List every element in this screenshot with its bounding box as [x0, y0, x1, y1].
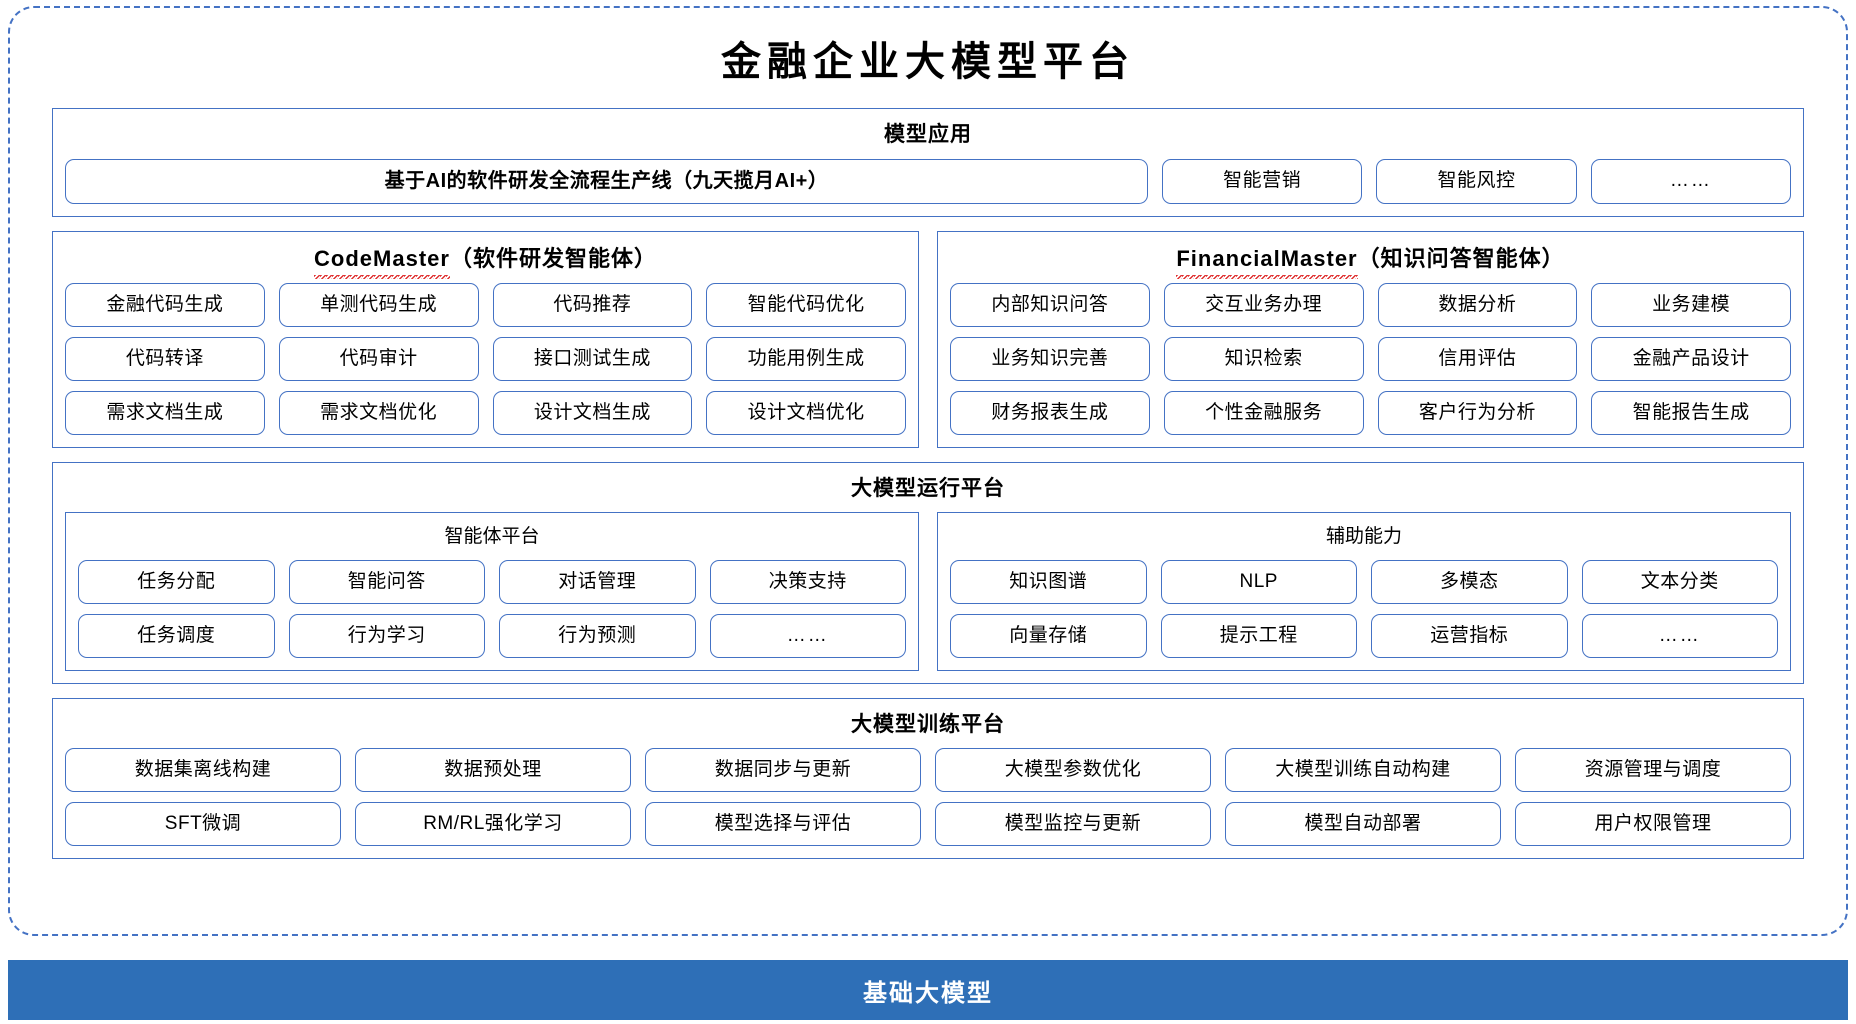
auxiliary-capability-row-2: 向量存储 提示工程 运营指标 …… [950, 613, 1778, 658]
financialmaster-name-en: FinancialMaster [1176, 242, 1358, 279]
codemaster-chip-2-4[interactable]: 功能用例生成 [706, 336, 906, 381]
section-codemaster: CodeMaster（软件研发智能体） 金融代码生成 单测代码生成 代码推荐 智… [52, 230, 919, 448]
training-chip-2-3[interactable]: 模型选择与评估 [645, 802, 921, 846]
financialmaster-chip-2-3[interactable]: 信用评估 [1377, 336, 1578, 381]
codemaster-chip-1-3[interactable]: 代码推荐 [492, 282, 693, 327]
agent-platform-row-1: 任务分配 智能问答 对话管理 决策支持 [78, 559, 906, 604]
codemaster-row-2: 代码转译 代码审计 接口测试生成 功能用例生成 [65, 336, 906, 381]
codemaster-chip-1-4[interactable]: 智能代码优化 [706, 282, 906, 327]
financialmaster-chip-2-1[interactable]: 业务知识完善 [950, 336, 1150, 381]
section-model-application: 模型应用 基于AI的软件研发全流程生产线（九天揽月AI+） 智能营销 智能风控 … [52, 108, 1804, 217]
codemaster-chip-3-2[interactable]: 需求文档优化 [278, 390, 479, 435]
agent-platform-row-2: 任务调度 行为学习 行为预测 …… [78, 613, 906, 658]
financialmaster-chip-1-4[interactable]: 业务建模 [1591, 282, 1791, 327]
model-application-chip-row: 基于AI的软件研发全流程生产线（九天揽月AI+） 智能营销 智能风控 …… [65, 158, 1791, 204]
training-chip-1-3[interactable]: 数据同步与更新 [645, 748, 921, 792]
auxiliary-chip-2-4[interactable]: …… [1581, 613, 1778, 658]
section-title-model-application: 模型应用 [884, 123, 972, 146]
codemaster-chip-2-1[interactable]: 代码转译 [65, 336, 265, 381]
auxiliary-capability-row-1: 知识图谱 NLP 多模态 文本分类 [950, 559, 1778, 604]
training-chip-2-4[interactable]: 模型监控与更新 [935, 802, 1211, 846]
auxiliary-chip-2-1[interactable]: 向量存储 [950, 613, 1147, 658]
app-chip-smart-marketing[interactable]: 智能营销 [1162, 158, 1363, 204]
codemaster-chip-2-2[interactable]: 代码审计 [278, 336, 479, 381]
auxiliary-chip-1-4[interactable]: 文本分类 [1581, 559, 1778, 604]
training-chip-1-6[interactable]: 资源管理与调度 [1515, 748, 1791, 792]
training-chip-2-5[interactable]: 模型自动部署 [1225, 802, 1501, 846]
section-title-training-platform: 大模型训练平台 [851, 712, 1005, 736]
financialmaster-chip-3-1[interactable]: 财务报表生成 [950, 390, 1150, 435]
financialmaster-row-3: 财务报表生成 个性金融服务 客户行为分析 智能报告生成 [950, 390, 1791, 435]
codemaster-chip-1-1[interactable]: 金融代码生成 [65, 282, 265, 327]
training-chip-1-5[interactable]: 大模型训练自动构建 [1225, 748, 1501, 792]
auxiliary-chip-2-2[interactable]: 提示工程 [1160, 613, 1357, 658]
financialmaster-chip-1-2[interactable]: 交互业务办理 [1163, 282, 1364, 327]
runtime-platform-columns: 智能体平台 任务分配 智能问答 对话管理 决策支持 任务调度 行为学习 行为预测… [65, 512, 1791, 671]
app-chip-ai-pipeline[interactable]: 基于AI的软件研发全流程生产线（九天揽月AI+） [65, 158, 1148, 204]
subsection-agent-platform: 智能体平台 任务分配 智能问答 对话管理 决策支持 任务调度 行为学习 行为预测… [65, 512, 919, 671]
platform-frame-inner: 金融企业大模型平台 模型应用 基于AI的软件研发全流程生产线（九天揽月AI+） … [10, 8, 1846, 934]
base-model-bar: 基础大模型 [8, 960, 1848, 1020]
financialmaster-name-cn: （知识问答智能体） [1357, 245, 1565, 271]
app-chip-smart-risk-control[interactable]: 智能风控 [1376, 158, 1577, 204]
codemaster-row-1: 金融代码生成 单测代码生成 代码推荐 智能代码优化 [65, 282, 906, 327]
codemaster-row-3: 需求文档生成 需求文档优化 设计文档生成 设计文档优化 [65, 390, 906, 435]
subsection-title-agent-platform: 智能体平台 [444, 526, 540, 547]
training-platform-row-2: SFT微调 RM/RL强化学习 模型选择与评估 模型监控与更新 模型自动部署 用… [65, 802, 1791, 846]
codemaster-chip-2-3[interactable]: 接口测试生成 [492, 336, 693, 381]
auxiliary-chip-1-2[interactable]: NLP [1160, 559, 1357, 604]
training-chip-1-1[interactable]: 数据集离线构建 [65, 748, 341, 792]
training-chip-2-2[interactable]: RM/RL强化学习 [355, 802, 631, 846]
agent-platform-chip-2-2[interactable]: 行为学习 [288, 613, 485, 658]
section-title-codemaster: CodeMaster（软件研发智能体） [65, 240, 906, 283]
page-title: 金融企业大模型平台 [721, 38, 1135, 85]
auxiliary-chip-1-1[interactable]: 知识图谱 [950, 559, 1147, 604]
section-runtime-platform: 大模型运行平台 智能体平台 任务分配 智能问答 对话管理 决策支持 任务调度 行… [52, 461, 1804, 684]
financialmaster-row-2: 业务知识完善 知识检索 信用评估 金融产品设计 [950, 336, 1791, 381]
financialmaster-row-1: 内部知识问答 交互业务办理 数据分析 业务建模 [950, 282, 1791, 327]
codemaster-chip-3-4[interactable]: 设计文档优化 [706, 390, 906, 435]
subsection-auxiliary-capability: 辅助能力 知识图谱 NLP 多模态 文本分类 向量存储 提示工程 运营指标 …… [937, 512, 1791, 671]
agent-platform-chip-2-1[interactable]: 任务调度 [78, 613, 275, 658]
training-chip-2-6[interactable]: 用户权限管理 [1515, 802, 1791, 846]
platform-outer-frame: 金融企业大模型平台 模型应用 基于AI的软件研发全流程生产线（九天揽月AI+） … [8, 6, 1848, 936]
financialmaster-chip-2-4[interactable]: 金融产品设计 [1591, 336, 1791, 381]
agent-platform-chip-1-4[interactable]: 决策支持 [709, 559, 906, 604]
financialmaster-chip-3-3[interactable]: 客户行为分析 [1377, 390, 1578, 435]
section-financialmaster: FinancialMaster（知识问答智能体） 内部知识问答 交互业务办理 数… [937, 230, 1804, 448]
section-title-runtime-platform: 大模型运行平台 [851, 476, 1005, 500]
training-chip-1-4[interactable]: 大模型参数优化 [935, 748, 1211, 792]
codemaster-chip-3-3[interactable]: 设计文档生成 [492, 390, 693, 435]
section-training-platform: 大模型训练平台 数据集离线构建 数据预处理 数据同步与更新 大模型参数优化 大模… [52, 697, 1804, 859]
agent-platform-chip-1-2[interactable]: 智能问答 [288, 559, 485, 604]
training-chip-2-1[interactable]: SFT微调 [65, 802, 341, 846]
agent-platform-chip-1-3[interactable]: 对话管理 [499, 559, 696, 604]
codemaster-chip-1-2[interactable]: 单测代码生成 [278, 282, 479, 327]
auxiliary-chip-2-3[interactable]: 运营指标 [1371, 613, 1568, 658]
agent-platform-chip-2-3[interactable]: 行为预测 [499, 613, 696, 658]
training-chip-1-2[interactable]: 数据预处理 [355, 748, 631, 792]
codemaster-name-cn: （软件研发智能体） [449, 245, 657, 271]
financialmaster-chip-3-2[interactable]: 个性金融服务 [1163, 390, 1364, 435]
section-title-financialmaster: FinancialMaster（知识问答智能体） [950, 240, 1791, 283]
codemaster-chip-3-1[interactable]: 需求文档生成 [65, 390, 265, 435]
base-model-label: 基础大模型 [863, 979, 993, 1007]
subsection-title-auxiliary-capability: 辅助能力 [1325, 526, 1402, 547]
auxiliary-chip-1-3[interactable]: 多模态 [1371, 559, 1568, 604]
agent-platform-chip-1-1[interactable]: 任务分配 [78, 559, 275, 604]
training-platform-row-1: 数据集离线构建 数据预处理 数据同步与更新 大模型参数优化 大模型训练自动构建 … [65, 748, 1791, 792]
financialmaster-chip-2-2[interactable]: 知识检索 [1163, 336, 1364, 381]
financialmaster-chip-1-3[interactable]: 数据分析 [1377, 282, 1578, 327]
codemaster-name-en: CodeMaster [314, 242, 450, 279]
agent-platform-chip-2-4[interactable]: …… [709, 613, 906, 658]
financialmaster-chip-1-1[interactable]: 内部知识问答 [950, 282, 1150, 327]
financialmaster-chip-3-4[interactable]: 智能报告生成 [1591, 390, 1791, 435]
app-chip-more[interactable]: …… [1590, 158, 1791, 204]
agent-sections: CodeMaster（软件研发智能体） 金融代码生成 单测代码生成 代码推荐 智… [52, 230, 1804, 448]
